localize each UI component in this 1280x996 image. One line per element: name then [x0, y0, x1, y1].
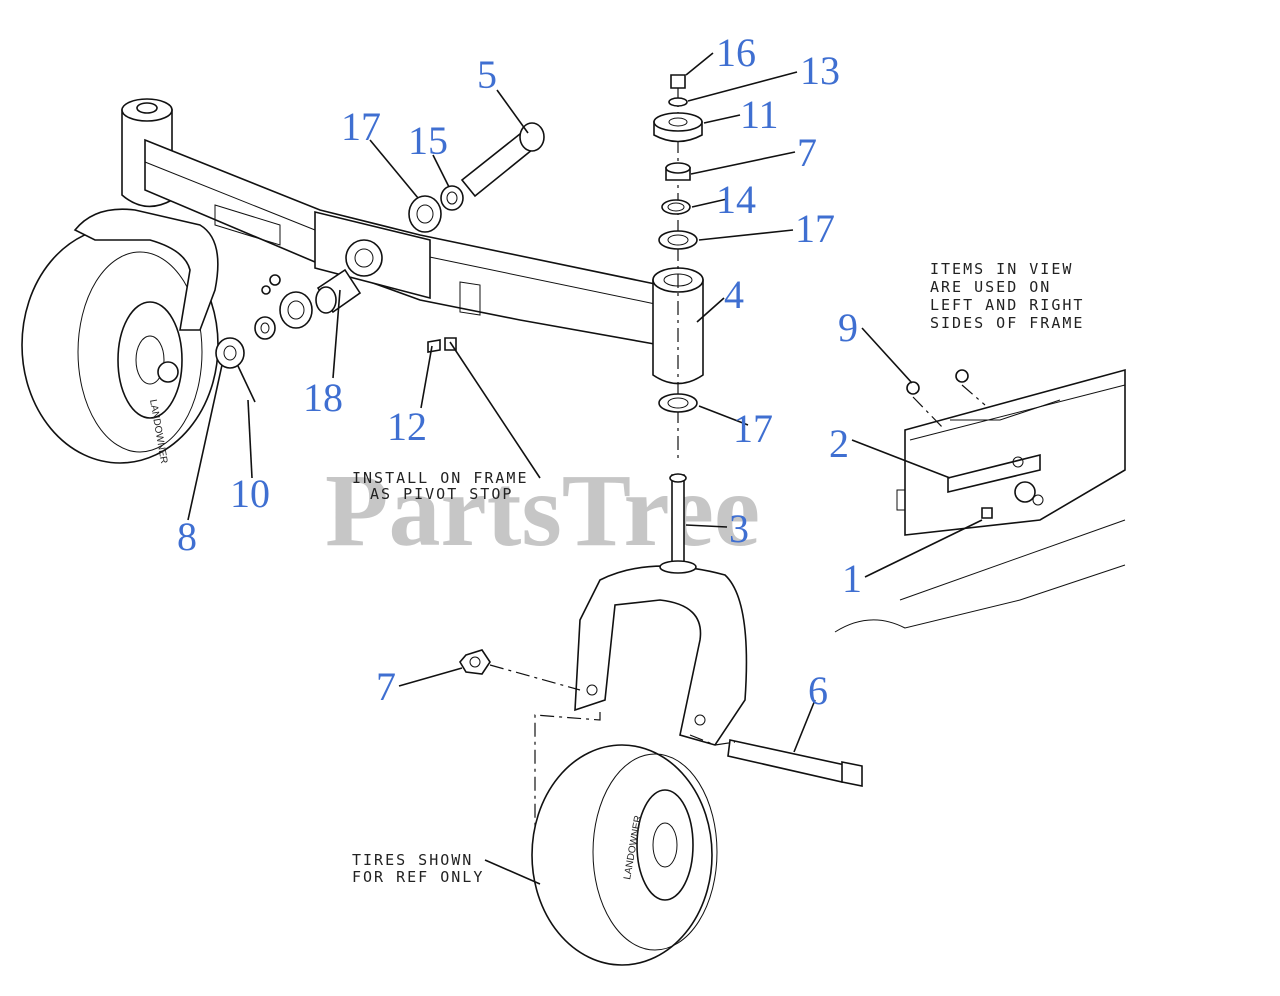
callout-6: 6	[808, 668, 828, 713]
callout-10: 10	[230, 471, 270, 516]
callout-8: 8	[177, 514, 197, 559]
callout-13: 13	[800, 48, 840, 93]
callout-16: 16	[716, 30, 756, 75]
callout-3: 3	[729, 506, 749, 551]
callout-14: 14	[716, 177, 756, 222]
pivot-bolt-5	[460, 122, 545, 198]
front-caster-fork	[574, 560, 748, 746]
callout-7-bottom: 7	[376, 664, 396, 709]
svg-text:ARE USED ON: ARE USED ON	[930, 278, 1051, 296]
watermark: PartsTree	[325, 453, 760, 568]
svg-text:LEFT AND RIGHT: LEFT AND RIGHT	[930, 296, 1084, 314]
svg-text:INSTALL ON FRAME: INSTALL ON FRAME	[352, 469, 529, 487]
pivot-tube-18	[315, 268, 362, 314]
axle-nut-7	[459, 649, 491, 675]
callouts: 16 13 11 7 14 17 4 17 3 5 17 15 18 12 10…	[177, 30, 862, 713]
callout-2: 2	[829, 421, 849, 466]
callout-17-lower: 17	[733, 406, 773, 451]
callout-4: 4	[724, 272, 744, 317]
axle-bolt-6	[727, 739, 863, 787]
svg-text:SIDES OF FRAME: SIDES OF FRAME	[930, 314, 1084, 332]
callout-15: 15	[408, 118, 448, 163]
leader-lines	[187, 52, 983, 885]
callout-11: 11	[740, 92, 779, 137]
note-pivot-stop: INSTALL ON FRAME AS PIVOT STOP	[352, 469, 529, 503]
frame-inset-view	[834, 368, 1126, 633]
note-tires-ref: TIRES SHOWN FOR REF ONLY	[352, 851, 484, 886]
callout-5: 5	[477, 52, 497, 97]
bearing-17-pivot	[408, 195, 442, 233]
left-caster-wheel: LANDOWNER	[21, 208, 219, 465]
svg-text:AS PIVOT STOP: AS PIVOT STOP	[370, 485, 513, 503]
callout-18: 18	[303, 375, 343, 420]
bearing-8-group	[215, 274, 313, 403]
spacer-15	[440, 185, 464, 211]
note-items-in-view: ITEMS IN VIEW ARE USED ON LEFT AND RIGHT…	[930, 260, 1084, 332]
callout-12: 12	[387, 404, 427, 449]
callout-1: 1	[842, 556, 862, 601]
svg-text:ITEMS IN VIEW: ITEMS IN VIEW	[930, 260, 1073, 278]
front-caster-wheel: LANDOWNER	[531, 744, 718, 966]
callout-17-upper: 17	[795, 206, 835, 251]
callout-9: 9	[838, 305, 858, 350]
callout-7-top: 7	[797, 130, 817, 175]
svg-text:FOR REF ONLY: FOR REF ONLY	[352, 868, 484, 886]
spindle-hardware-stack	[653, 74, 703, 566]
callout-17-pivot: 17	[341, 104, 381, 149]
svg-text:TIRES SHOWN: TIRES SHOWN	[352, 851, 473, 869]
